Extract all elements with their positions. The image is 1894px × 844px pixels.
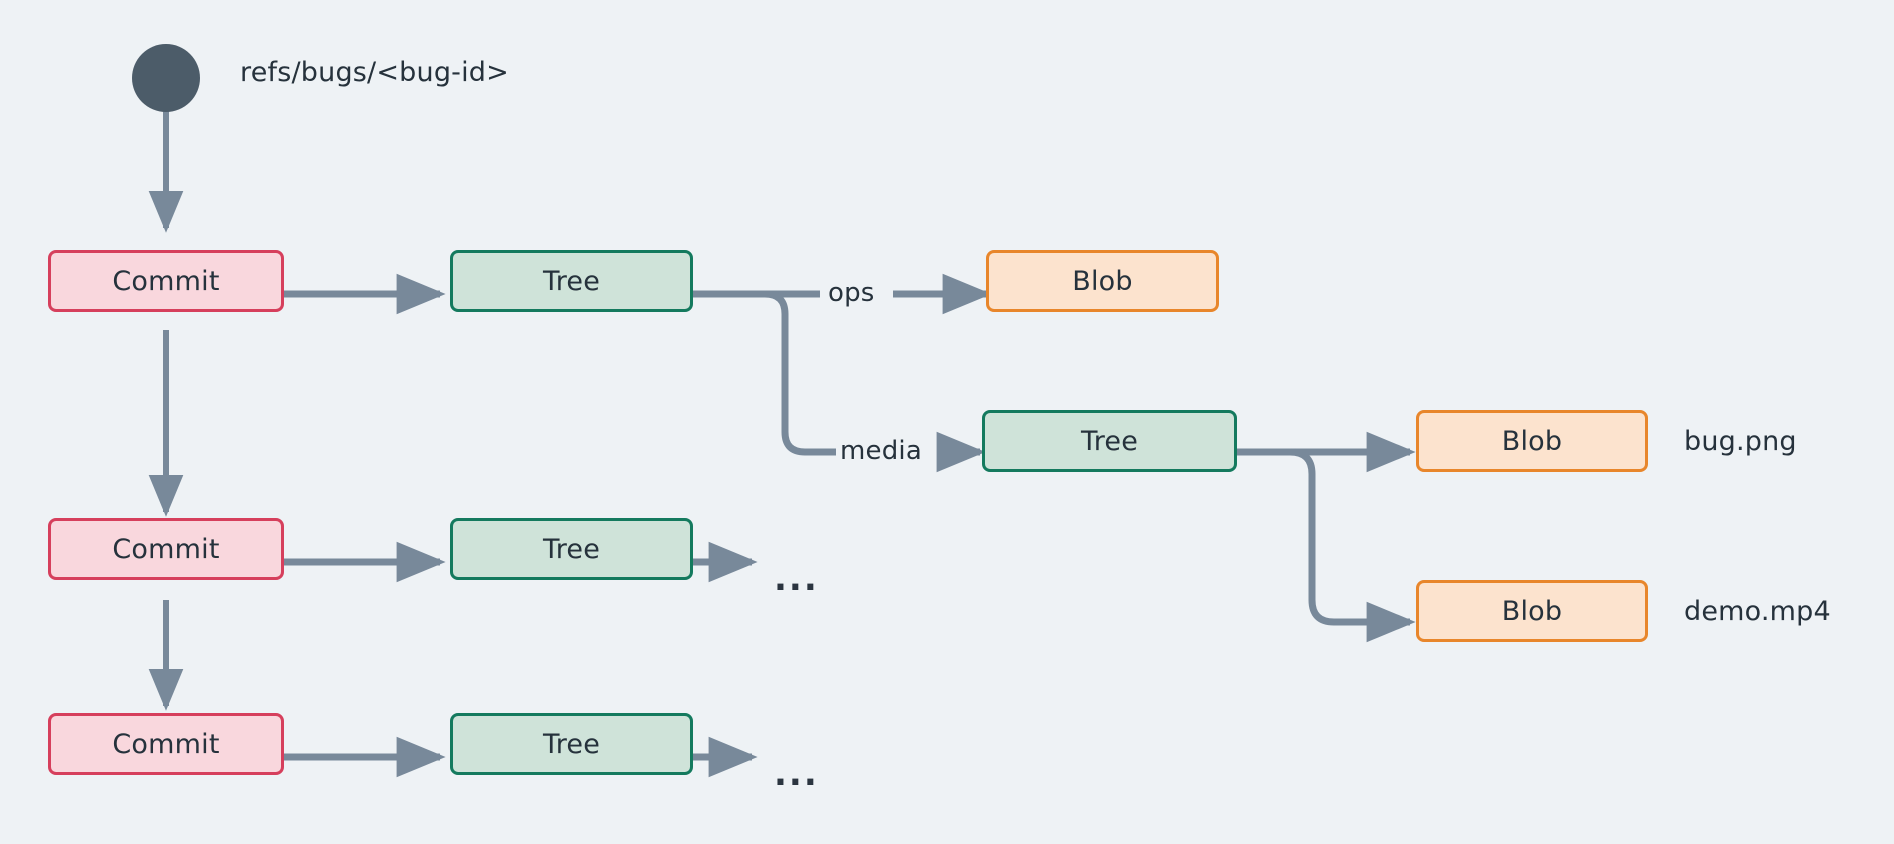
node-commit-1[interactable]: Commit [48,250,284,312]
node-tree-media[interactable]: Tree [982,410,1237,472]
ellipsis-row-3: ... [774,754,819,794]
node-tree-1[interactable]: Tree [450,250,693,312]
node-commit-2[interactable]: Commit [48,518,284,580]
edge-label-ops: ops [824,278,879,308]
node-blob-demo-mp4[interactable]: Blob [1416,580,1648,642]
node-blob-ops[interactable]: Blob [986,250,1219,312]
ref-label: refs/bugs/<bug-id> [240,57,509,88]
edge-label-media: media [836,436,926,466]
file-label-bug-png: bug.png [1684,426,1797,457]
node-commit-3[interactable]: Commit [48,713,284,775]
node-blob-bug-png[interactable]: Blob [1416,410,1648,472]
ellipsis-row-2: ... [774,559,819,599]
node-tree-2[interactable]: Tree [450,518,693,580]
ref-dot [132,44,200,112]
file-label-demo-mp4: demo.mp4 [1684,596,1831,627]
node-tree-3[interactable]: Tree [450,713,693,775]
